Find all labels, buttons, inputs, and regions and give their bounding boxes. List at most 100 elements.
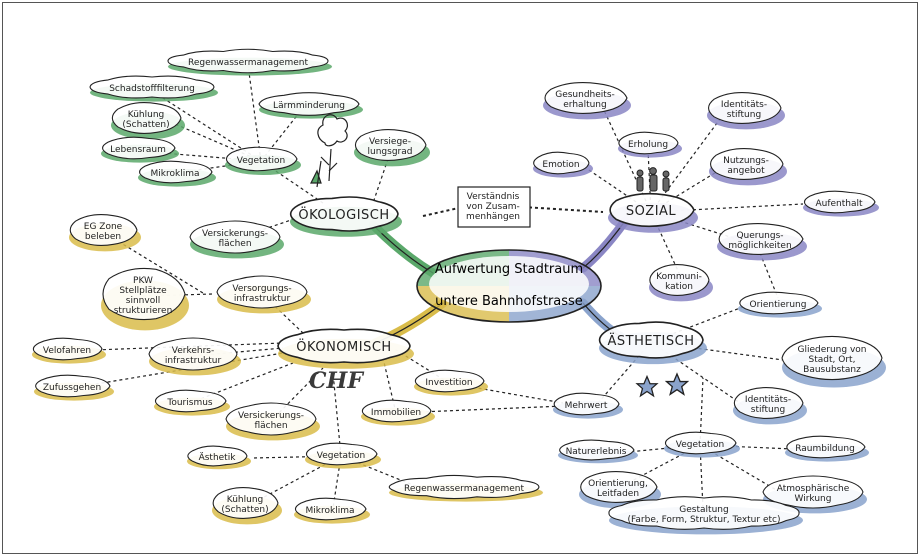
- querung-cloud: [717, 223, 807, 261]
- chf-label: CHF: [309, 368, 363, 394]
- connector-line: [247, 64, 262, 162]
- nutzung-cloud: [709, 148, 787, 186]
- node-atmosphaerische-wirkung: Atmosphärische Wirkung: [776, 484, 850, 504]
- link-label-verstaendnis: Verständnis von Zusam- menhängen: [466, 192, 520, 222]
- lebensraum-cloud: [101, 136, 179, 163]
- node-aufenthalt: Aufenthalt: [815, 199, 863, 209]
- node-vegetation-aesth: Vegetation: [675, 440, 725, 450]
- central-topic: Aufwertung Stadtraum untere Bahnhofstras…: [435, 246, 583, 326]
- node-versorgungsinfrastruktur: Versorgungs- infrastruktur: [232, 284, 292, 304]
- connector-line: [650, 304, 749, 343]
- gliederung-cloud: [781, 335, 886, 388]
- connector-line: [699, 377, 704, 446]
- node-investition: Investition: [425, 378, 473, 388]
- velo-cloud: [32, 337, 106, 364]
- node-eg-zone-beleben: EG Zone beleben: [83, 222, 123, 242]
- connector-line: [699, 444, 704, 509]
- connector-line: [522, 206, 604, 213]
- node-tourismus: Tourismus: [167, 398, 213, 408]
- node-gliederung: Gliederung von Stadt, Ort, Bausubstanz: [797, 345, 867, 375]
- kommunikation-cloud: [649, 264, 713, 302]
- immobilien-cloud: [361, 399, 435, 426]
- node-kommunikation: Kommuni- kation: [656, 272, 702, 292]
- vegetation-a-cloud: [664, 431, 740, 458]
- node-gesundheitserhaltung: Gesundheits- erhaltung: [555, 90, 615, 110]
- connector-line: [422, 206, 464, 217]
- node-versickerungsflaechen-oeko: Versickerungs- flächen: [201, 229, 269, 249]
- laerm-cloud: [258, 92, 363, 119]
- hub-oekologisch-cloud: [289, 196, 402, 237]
- node-raumbildung: Raumbildung: [795, 444, 855, 454]
- investition-cloud: [414, 369, 488, 396]
- node-versiegelungsgrad: Versiege- lungsgrad: [367, 137, 413, 157]
- node-orientierung-leitfaden: Orientierung, Leitfaden: [588, 479, 648, 499]
- erholung-cloud: [618, 131, 682, 158]
- mikroklima-oekon-cloud: [294, 497, 370, 524]
- hub-aesthetisch-cloud: [598, 321, 707, 365]
- schadstoff-cloud: [89, 75, 218, 102]
- hub-oekonomisch-cloud: [277, 328, 414, 369]
- raumbildung-cloud: [785, 435, 869, 462]
- versiegelung-cloud: [354, 129, 430, 167]
- node-identitaetsstiftung-sozial: Identitäts- stiftung: [720, 100, 768, 120]
- eg-zone-cloud: [69, 214, 141, 252]
- node-zufussgehen: Zufussgehen: [42, 383, 102, 393]
- aufenthalt-cloud: [803, 190, 879, 217]
- orientierung-cloud: [738, 291, 822, 318]
- node-regenwassermanagement: Regenwassermanagement: [188, 58, 308, 68]
- connector-line: [395, 405, 564, 414]
- node-lebensraum: Lebensraum: [110, 145, 166, 155]
- central-topic-line2: untere Bahnhofstrasse: [435, 294, 583, 309]
- node-naturerlebnis: Naturerlebnis: [565, 447, 627, 457]
- tourismus-cloud: [154, 389, 230, 416]
- gestaltung-cloud: [608, 496, 803, 535]
- hub-sozial-cloud: [608, 192, 698, 233]
- gesundheit-cloud: [543, 82, 631, 120]
- connector-line: [759, 252, 779, 299]
- node-schadstofffilterung: Schadstofffilterung: [109, 84, 195, 94]
- node-mikroklima-oekon: Mikroklima: [305, 506, 355, 516]
- hub-sozial: SOZIAL: [625, 204, 677, 219]
- node-emotion: Emotion: [542, 160, 580, 170]
- central-topic-line1: Aufwertung Stadtraum: [434, 262, 584, 277]
- central-topic-cloud: [416, 249, 602, 323]
- hub-oekonomisch: ÖKONOMISCH: [296, 340, 392, 355]
- node-verkehrsinfrastruktur: Verkehrs- infrastruktur: [164, 346, 222, 366]
- verkehr-cloud: [148, 337, 241, 376]
- identitaet-s-cloud: [707, 92, 785, 130]
- connector-line: [332, 372, 342, 457]
- pkw-cloud: [101, 267, 189, 331]
- orient-leitfaden-cloud: [579, 471, 661, 509]
- identitaet-a-cloud: [733, 387, 807, 425]
- node-kuehlung-schatten: Kühlung (Schatten): [122, 110, 170, 130]
- node-aesthetik: Ästhetik: [198, 453, 236, 463]
- node-velofahren: Velofahren: [42, 346, 92, 356]
- vegetation-oekon-cloud: [305, 442, 381, 469]
- hub-oekologisch: ÖKOLOGISCH: [298, 208, 390, 223]
- naturerlebnis-cloud: [558, 439, 638, 464]
- aesthetik-cloud: [187, 445, 251, 470]
- decorations: [310, 114, 690, 398]
- node-identitaetsstiftung-aesth: Identitäts- stiftung: [744, 395, 792, 415]
- regenwasser-cloud: [167, 48, 332, 76]
- vegetation-oeko-cloud: [225, 146, 301, 175]
- kuehlung-oekon-cloud: [212, 487, 282, 525]
- cloud-nodes: [32, 48, 886, 535]
- node-laermminderung: Lärmminderung: [273, 101, 345, 111]
- node-pkw-stellplaetze: PKW Stellplätze sinnvoll strukturieren: [113, 276, 173, 316]
- hub-aesthetisch: ÄSTHETISCH: [607, 334, 695, 349]
- connector-line: [650, 341, 784, 361]
- node-erholung: Erholung: [627, 140, 669, 150]
- node-immobilien: Immobilien: [370, 408, 422, 418]
- node-nutzungsangebot: Nutzungs- angebot: [723, 156, 769, 176]
- node-gestaltung: Gestaltung (Farbe, Form, Struktur, Textu…: [627, 505, 781, 525]
- node-vegetation-oekon: Vegetation: [316, 451, 366, 461]
- node-vegetation-oeko: Vegetation: [236, 156, 286, 166]
- node-mikroklima: Mikroklima: [150, 169, 200, 179]
- mind-map-canvas: [32, 48, 886, 535]
- link-box: [457, 186, 531, 228]
- connector-line: [252, 455, 342, 504]
- main-branch: [578, 216, 630, 273]
- mikroklima-cloud: [138, 160, 216, 187]
